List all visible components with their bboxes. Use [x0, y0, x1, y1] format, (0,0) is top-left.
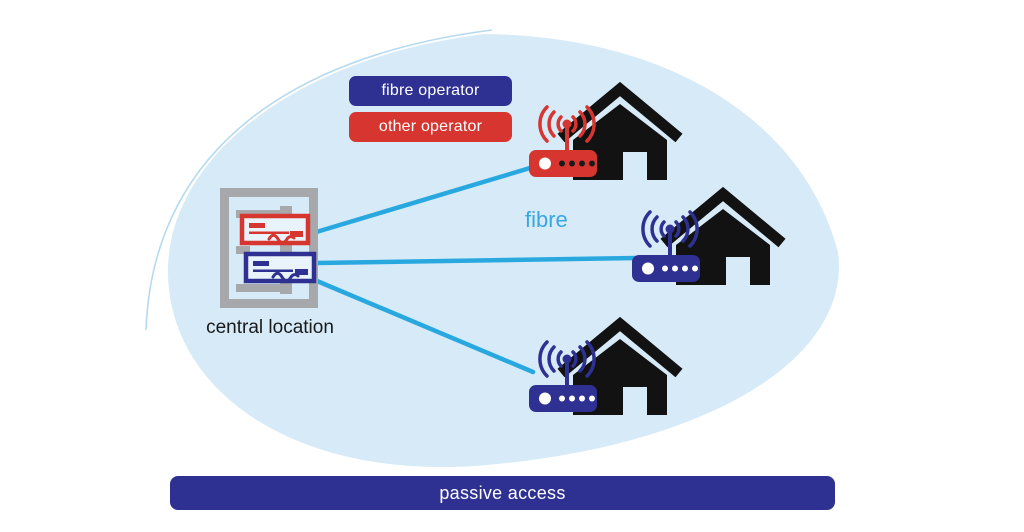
fibre-label: fibre [525, 207, 568, 232]
fibre-connection-line-top [310, 162, 543, 236]
central-location-label: central location [206, 317, 334, 338]
passive-access-bar: passive access [170, 476, 835, 510]
wifi-signal-icon [538, 340, 596, 387]
central-location-rack [220, 188, 318, 308]
router-icon [529, 385, 597, 412]
rack-frame [220, 188, 318, 308]
router-icon [632, 255, 700, 282]
passive-access-label: passive access [439, 482, 566, 503]
house-door [623, 152, 647, 180]
home-top [529, 81, 683, 180]
wifi-signal-icon [538, 105, 596, 152]
house-door [726, 257, 750, 285]
router-led [642, 262, 654, 275]
legend-label-other-operator: other operator [378, 118, 483, 135]
legend-badge-other-operator: other operator [349, 112, 512, 142]
router-led [539, 392, 551, 405]
wifi-signal-icon [641, 210, 699, 257]
coverage-blob-outline [145, 29, 493, 331]
router-led [539, 157, 551, 170]
house-door [623, 387, 647, 415]
router-icon [529, 150, 597, 177]
legend-badge-fibre-operator: fibre operator [349, 76, 512, 106]
fibre-connection-line-bottom [314, 278, 536, 375]
rack-shelf-bar [236, 284, 280, 292]
fibre-connection-line-middle [313, 255, 643, 266]
home-bottom [529, 316, 683, 415]
equipment-box-fibre-operator [243, 251, 317, 284]
legend-label-fibre-operator: fibre operator [381, 82, 480, 99]
coverage-blob [167, 34, 839, 468]
rack-shelf-stub [236, 246, 250, 254]
legend: fibre operator other operator [349, 76, 512, 142]
home-middle [632, 186, 786, 285]
equipment-box-other-operator [239, 213, 311, 246]
